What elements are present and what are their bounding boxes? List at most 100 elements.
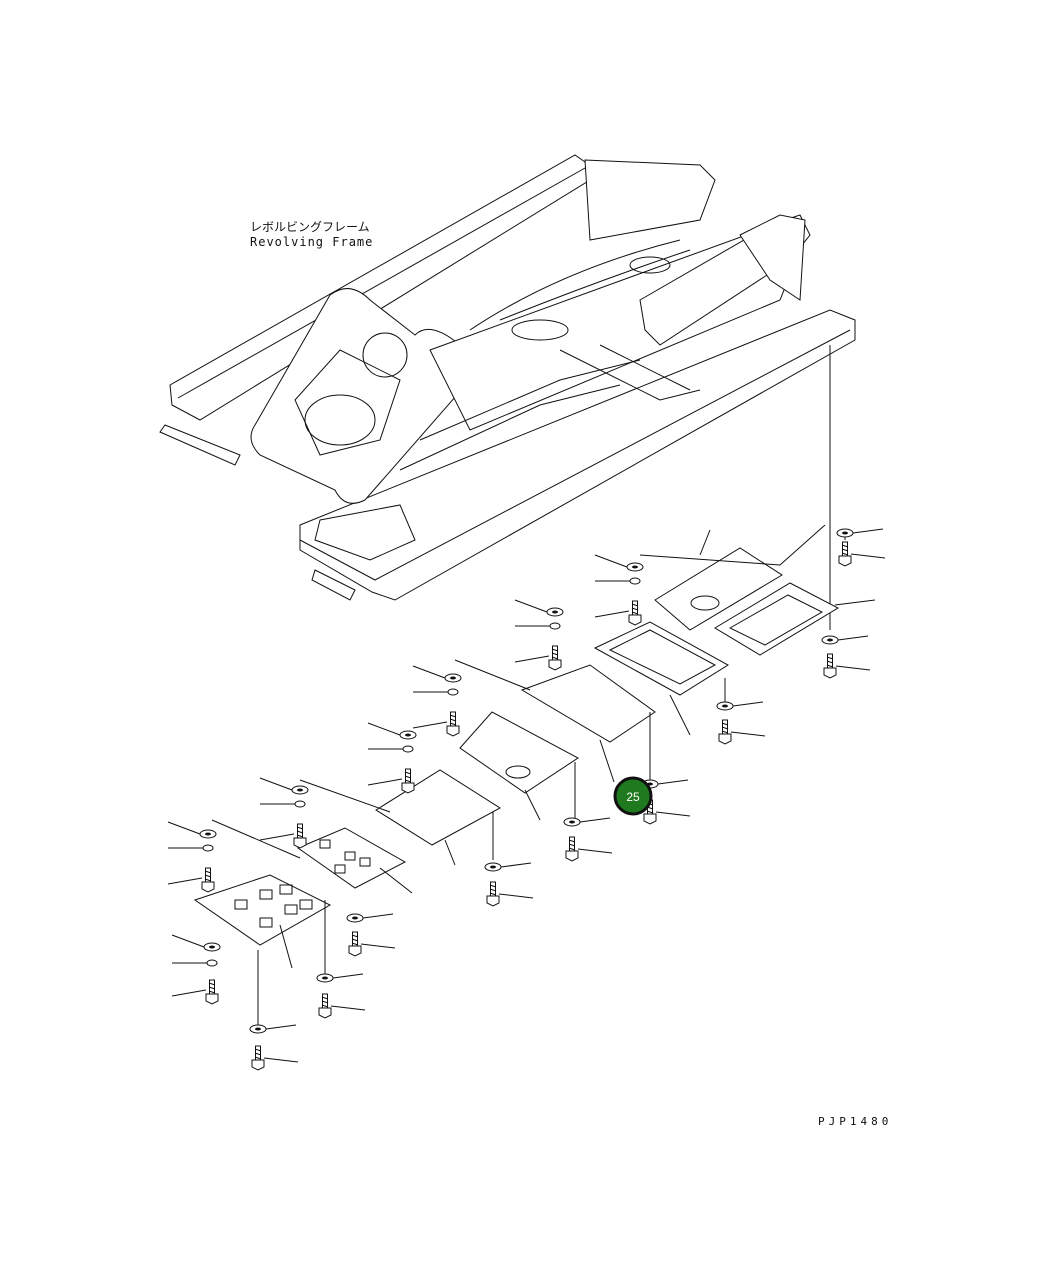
- bolt-thread: [449, 722, 457, 726]
- washer-hole: [322, 976, 328, 980]
- leader-line: [850, 553, 886, 559]
- bolt-head: [718, 733, 732, 745]
- bolt-thread: [631, 603, 639, 607]
- washer-hole: [205, 832, 211, 836]
- leader-line: [655, 811, 691, 817]
- bolt-thread: [208, 986, 216, 990]
- bolt-thread: [568, 839, 576, 843]
- bolt-thread: [568, 843, 576, 847]
- leader-line: [265, 1024, 297, 1030]
- leader-line: [579, 817, 611, 823]
- leader-line: [594, 554, 628, 568]
- bolt-thread: [646, 810, 654, 814]
- bolt-thread: [489, 888, 497, 892]
- washer-hole: [297, 788, 303, 792]
- bolt-thread: [841, 552, 849, 556]
- leader-line: [330, 1005, 366, 1011]
- bolt-thread: [254, 1056, 262, 1060]
- bolt-thread: [489, 884, 497, 888]
- lock-washer: [629, 577, 641, 585]
- bolt-head: [628, 614, 642, 626]
- bolt-thread: [204, 878, 212, 882]
- frame-label-jp: レボルビングフレーム: [250, 220, 370, 234]
- callout-25[interactable]: 25: [613, 776, 653, 816]
- frame-label-en: Revolving Frame: [250, 235, 373, 249]
- washer-hole: [569, 820, 575, 824]
- bolt-thread: [296, 830, 304, 834]
- cover-plate: [520, 664, 656, 743]
- bolt-thread: [321, 1000, 329, 1004]
- washer-hole: [632, 565, 638, 569]
- callout-number: 25: [626, 790, 640, 804]
- bolt-head: [838, 555, 852, 567]
- bolt-thread: [351, 938, 359, 942]
- bolt-thread: [321, 1004, 329, 1008]
- bolt-head: [548, 659, 562, 671]
- leader-line: [367, 778, 403, 786]
- cover-plate: [459, 711, 579, 794]
- bolt-thread: [568, 847, 576, 851]
- bolt-head: [643, 813, 657, 825]
- lock-washer: [294, 800, 306, 808]
- callout-circle[interactable]: [613, 776, 653, 816]
- bolt-thread: [631, 607, 639, 611]
- bolt-head: [823, 667, 837, 679]
- bolt-head: [205, 993, 219, 1005]
- bolt-thread: [208, 990, 216, 994]
- bolt-thread: [841, 544, 849, 548]
- bolt-head: [293, 837, 307, 849]
- bolt-thread: [449, 714, 457, 718]
- bolt-head: [565, 850, 579, 862]
- leader-line: [367, 722, 401, 736]
- leader-line: [594, 610, 630, 618]
- bolt-thread: [826, 660, 834, 664]
- bolt-thread: [404, 771, 412, 775]
- washer-hole: [405, 733, 411, 737]
- bolt-thread: [721, 726, 729, 730]
- tray-plate: [593, 621, 729, 696]
- washer-hole: [552, 610, 558, 614]
- bolt-thread: [351, 934, 359, 938]
- cover-plate: [375, 769, 501, 846]
- leader-line: [498, 893, 534, 899]
- leader-line: [577, 848, 613, 854]
- leader-line: [837, 635, 869, 641]
- vented-plate: [193, 874, 332, 946]
- washer-hole: [490, 865, 496, 869]
- plate-leaders: [211, 524, 876, 1025]
- leader-line: [500, 862, 532, 868]
- bolt-thread: [841, 548, 849, 552]
- bolt-thread: [721, 722, 729, 726]
- bolt-thread: [404, 775, 412, 779]
- leader-line: [171, 934, 205, 948]
- bolt-thread: [551, 648, 559, 652]
- bolt-head: [401, 782, 415, 794]
- lock-washer: [206, 959, 218, 967]
- leader-line: [835, 665, 871, 671]
- bolt-thread: [351, 942, 359, 946]
- washer-hole: [352, 916, 358, 920]
- bolt-thread: [826, 664, 834, 668]
- leader-line: [259, 833, 295, 841]
- bolt-thread: [826, 656, 834, 660]
- bolt-thread: [449, 718, 457, 722]
- leader-line: [360, 943, 396, 949]
- cover-plate: [714, 582, 840, 656]
- washer-hole: [209, 945, 215, 949]
- washer-hole: [827, 638, 833, 642]
- leader-line: [514, 655, 550, 663]
- leader-line: [514, 599, 548, 613]
- bolt-head: [446, 725, 460, 737]
- leader-line: [362, 913, 394, 919]
- bolt-thread: [404, 779, 412, 783]
- leader-line: [852, 528, 884, 534]
- cover-plates: [193, 529, 840, 946]
- vented-plate: [296, 827, 407, 889]
- bolt-thread: [296, 826, 304, 830]
- lock-washer: [549, 622, 561, 630]
- revolving-frame: [159, 154, 856, 601]
- leader-line: [412, 665, 446, 679]
- bolt-thread: [254, 1048, 262, 1052]
- lock-washer: [447, 688, 459, 696]
